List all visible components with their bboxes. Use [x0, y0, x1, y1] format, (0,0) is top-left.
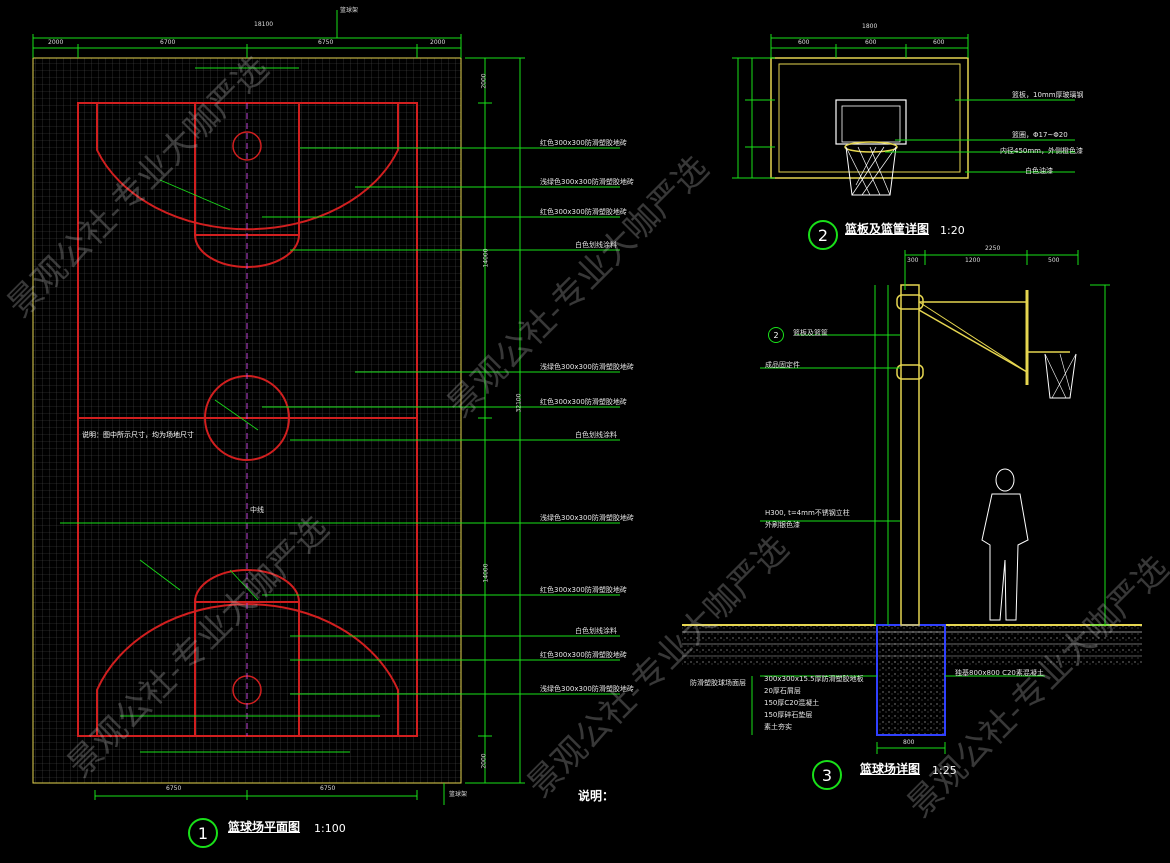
plan-top-right-dim: 2000 — [430, 39, 446, 46]
human-scale-figure — [981, 468, 1029, 621]
plan-bottom-right-dim: 6750 — [320, 785, 336, 792]
plan-annotation: 白色划线涂料 — [575, 627, 617, 635]
plan-right-top-dim: 2000 — [480, 73, 488, 89]
plan-right-upper-dim: 14000 — [482, 248, 490, 268]
plan-number-badge: 1 — [188, 818, 218, 848]
plan-annotation: 红色300x300防滑塑胶地砖 — [540, 651, 627, 659]
elevation-layer: 150厚碎石垫层 — [764, 711, 813, 719]
plan-annotation: 红色300x300防滑塑胶地砖 — [540, 398, 627, 406]
target-square — [835, 99, 907, 145]
plan-bottom-label: 篮球架 — [449, 791, 468, 798]
plan-annotation: 浅绿色300x300防滑塑胶地砖 — [540, 178, 634, 186]
plan-top-label: 篮球架 — [340, 7, 359, 14]
backboard-annotation: 内径450mm，外侧橙色漆 — [1000, 147, 1083, 155]
plan-annotation: 红色300x300防滑塑胶地砖 — [540, 208, 627, 216]
plan-annotation: 浅绿色300x300防滑塑胶地砖 — [540, 514, 634, 522]
elevation-post-label2: 外刷银色漆 — [765, 521, 800, 529]
plan-annotation: 白色划线涂料 — [575, 241, 617, 249]
elevation-post-label: H300, t=4mm不锈钢立柱 — [765, 509, 850, 517]
backboard-dim-mid: 600 — [865, 39, 877, 46]
elevation-fitting-label: 成品固定件 — [765, 361, 800, 369]
plan-annotation: 红色300x300防滑塑胶地砖 — [540, 586, 627, 594]
post — [900, 284, 920, 626]
concrete-footing — [876, 624, 946, 736]
backboard-dim-total: 1800 — [862, 23, 878, 30]
plan-top-total-dim: 18100 — [254, 21, 274, 28]
elevation-dim-bottom: 800 — [903, 739, 915, 746]
elevation-number-badge: 3 — [812, 760, 842, 790]
bottom-free-throw-arc — [194, 569, 300, 603]
plan-center-label: 中线 — [250, 506, 264, 514]
backboard-number-badge: 2 — [808, 220, 838, 250]
elevation-ref-badge: 2 — [768, 327, 784, 343]
net-outline — [845, 146, 897, 196]
elevation-layer: 20厚石屑层 — [764, 687, 801, 695]
plan-top-left-dim: 2000 — [48, 39, 64, 46]
plan-right-lower-dim: 14000 — [482, 563, 490, 583]
elevation-dim-top-total: 2250 — [985, 245, 1001, 252]
rim — [844, 141, 898, 153]
backboard-title: 篮板及篮筐详图 — [845, 222, 930, 236]
plan-court-drawing — [32, 10, 620, 805]
elevation-layer: 300x300x15.5厚防滑塑胶地板 — [764, 675, 864, 683]
elevation-drawing — [682, 250, 1142, 754]
elevation-dim-top-b: 1200 — [965, 257, 981, 264]
plan-center-note: 说明：图中所示尺寸，均为场地尺寸 — [82, 431, 194, 439]
plan-note-label: 说明： — [578, 789, 615, 803]
plan-annotation: 浅绿色300x300防滑塑胶地砖 — [540, 363, 634, 371]
backboard-dim-right: 600 — [933, 39, 945, 46]
elevation-footing-label: 独基800x800 C20素混凝土 — [955, 669, 1044, 677]
plan-annotation: 白色划线涂料 — [575, 431, 617, 439]
elevation-layer: 150厚C20混凝土 — [764, 699, 820, 707]
plan-top-mid2-dim: 6750 — [318, 39, 334, 46]
elevation-dim-top-c: 500 — [1048, 257, 1060, 264]
elevation-layer: 素土夯实 — [764, 723, 792, 731]
net-side — [1044, 353, 1077, 399]
elevation-scale: 1:25 — [932, 764, 957, 777]
backboard-drawing — [732, 34, 1075, 196]
backboard-dim-left: 600 — [798, 39, 810, 46]
backboard-annotation: 篮板，10mm厚玻璃钢 — [1012, 91, 1084, 99]
backboard-annotation: 篮圈，Φ17~Φ20 — [1012, 131, 1068, 139]
plan-top-mid1-dim: 6700 — [160, 39, 176, 46]
elevation-dim-top-a: 300 — [907, 257, 919, 264]
plan-leaders — [60, 147, 620, 695]
plan-right-total-dim: 32100 — [515, 393, 523, 413]
net-mesh — [845, 146, 897, 196]
plan-title: 篮球场平面图 — [228, 820, 301, 834]
backboard-annotation: 白色油漆 — [1025, 167, 1053, 175]
plan-annotation: 浅绿色300x300防滑塑胶地砖 — [540, 685, 634, 693]
plan-bottom-left-dim: 6750 — [166, 785, 182, 792]
top-three-point-arc — [96, 103, 399, 231]
plan-right-bottom-dim: 2000 — [480, 753, 488, 769]
plan-annotation: 红色300x300防滑塑胶地砖 — [540, 139, 627, 147]
backboard-inner — [778, 63, 961, 173]
backboard-scale: 1:20 — [940, 224, 965, 237]
elevation-title: 篮球场详图 — [860, 762, 921, 776]
arm-brace — [918, 309, 1028, 373]
top-hoop-circle — [232, 131, 262, 161]
elevation-ref-label: 篮板及篮筐 — [793, 329, 828, 337]
plan-scale: 1:100 — [314, 822, 346, 835]
backboard-outer — [770, 57, 969, 179]
elevation-layer: 防滑塑胶球场面层 — [690, 679, 746, 687]
